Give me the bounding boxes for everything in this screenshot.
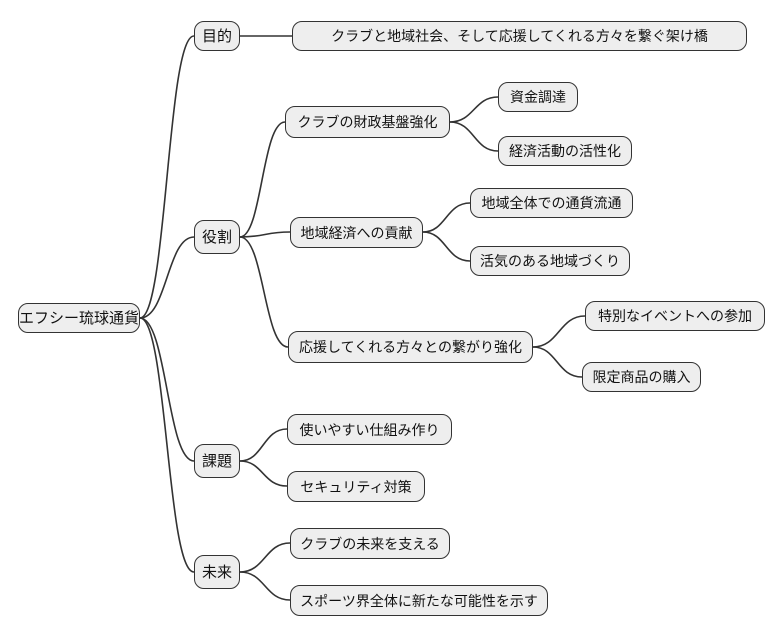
edge-root-role [139, 236, 195, 319]
node-future: 未来 [194, 555, 240, 589]
edge-bonds-special-events [532, 315, 586, 348]
edge-root-future [139, 317, 195, 573]
node-usability: 使いやすい仕組み作り [287, 414, 452, 445]
node-special-events: 特別なイベントへの参加 [585, 301, 765, 331]
node-vibrant-region: 活気のある地域づくり [470, 246, 630, 276]
node-local-economy: 地域経済への貢献 [290, 217, 423, 248]
edge-bonds-limited-goods [532, 346, 583, 378]
node-purpose: 目的 [194, 21, 240, 51]
node-supporter-bonds: 応援してくれる方々との繋がり強化 [288, 331, 533, 363]
edge-finance-economic-activity [449, 121, 499, 152]
node-sports-world: スポーツ界全体に新たな可能性を示す [290, 585, 548, 616]
edge-root-issues [139, 317, 195, 462]
edge-root-purpose [139, 35, 195, 319]
edge-economy-circulation [422, 202, 471, 233]
node-security: セキュリティ対策 [287, 471, 425, 502]
node-economic-activity: 経済活動の活性化 [498, 136, 632, 166]
edge-issues-usability [239, 428, 288, 462]
node-support-club: クラブの未来を支える [290, 528, 450, 559]
node-issues: 課題 [194, 444, 240, 478]
edge-role-local-economy [239, 231, 291, 238]
edge-finance-fundraising [449, 96, 499, 123]
node-root: エフシー琉球通貨 [18, 303, 140, 333]
node-purpose-detail: クラブと地域社会、そして応援してくれる方々を繋ぐ架け橋 [292, 21, 747, 51]
node-role: 役割 [194, 220, 240, 254]
edge-role-finance [239, 121, 286, 238]
node-currency-circulation: 地域全体での通貨流通 [470, 188, 633, 218]
edge-role-supporter-bonds [239, 236, 289, 348]
edge-future-support-club [239, 542, 291, 573]
node-fundraising: 資金調達 [498, 82, 578, 112]
edge-future-sports-world [239, 571, 291, 601]
edge-economy-vibrant-region [422, 231, 471, 262]
edge-issues-security [239, 460, 288, 487]
node-limited-goods: 限定商品の購入 [582, 362, 701, 392]
node-finance: クラブの財政基盤強化 [285, 106, 450, 138]
